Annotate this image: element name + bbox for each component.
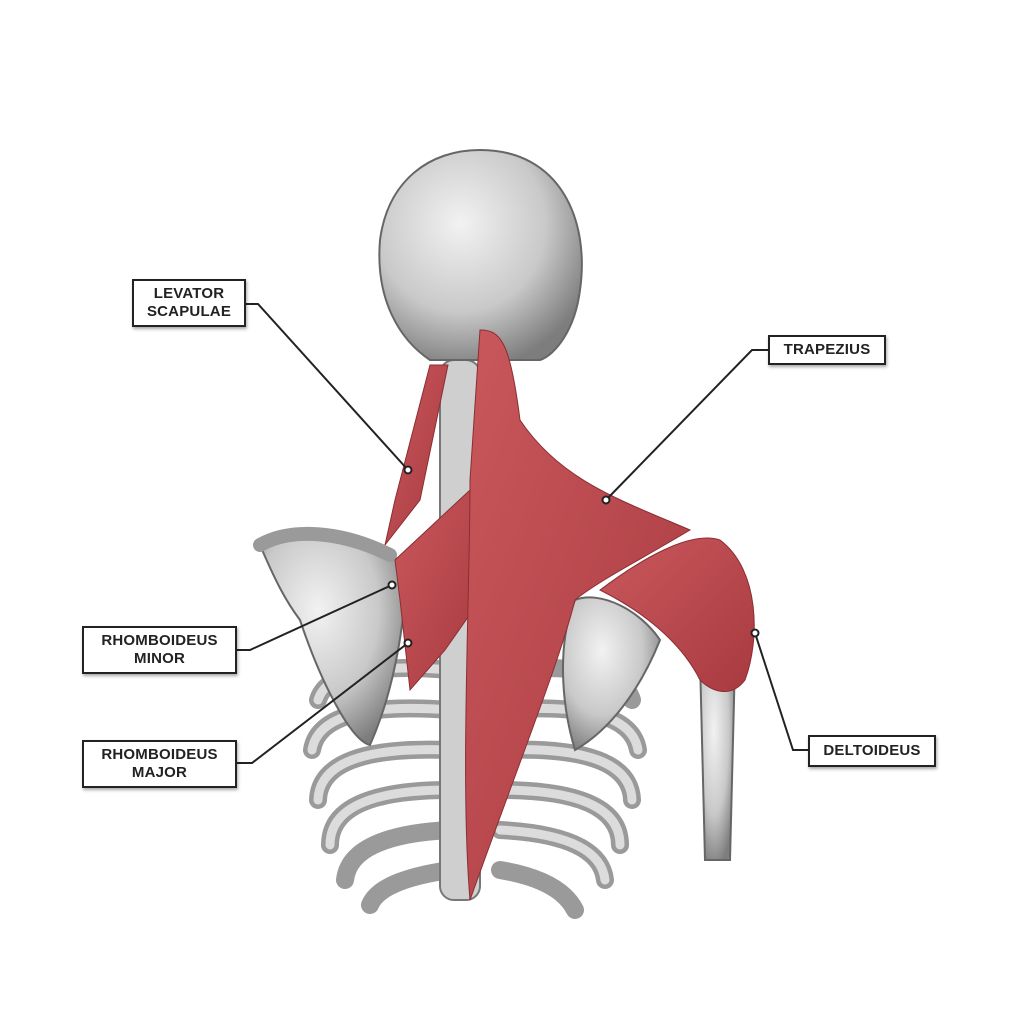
label-deltoideus: DELTOIDEUS bbox=[808, 735, 936, 767]
right-scapula bbox=[562, 596, 662, 752]
label-text: RHOMBOIDEUS bbox=[101, 632, 218, 649]
label-text: MAJOR bbox=[131, 764, 188, 781]
levator-scapulae-muscle bbox=[384, 364, 449, 546]
leader-line-rhomboideus-major bbox=[236, 642, 409, 764]
label-text: SCAPULAE bbox=[146, 303, 232, 320]
label-text: MINOR bbox=[134, 650, 185, 667]
leader-dot bbox=[387, 580, 397, 590]
left-clavicle bbox=[253, 526, 397, 562]
label-text: DELTOIDEUS bbox=[823, 742, 921, 759]
leader-line-levator-scapulae bbox=[246, 303, 409, 471]
label-text: LEVATOR bbox=[153, 285, 225, 302]
deltoideus-muscle bbox=[599, 537, 755, 692]
leader-dot bbox=[601, 495, 611, 505]
leader-dots bbox=[387, 465, 760, 648]
label-trapezius: TRAPEZIUS bbox=[768, 335, 886, 365]
leader-dot bbox=[750, 628, 760, 638]
muscles bbox=[384, 329, 755, 901]
leader-lines bbox=[236, 303, 808, 764]
label-text: RHOMBOIDEUS bbox=[101, 746, 218, 763]
skull bbox=[378, 148, 583, 361]
label-text: TRAPEZIUS bbox=[783, 341, 871, 358]
leader-dot bbox=[403, 638, 413, 648]
leader-line-rhomboideus-minor bbox=[236, 584, 393, 651]
leader-line-trapezius bbox=[605, 349, 768, 501]
trapezius-muscle bbox=[465, 329, 692, 901]
leader-line-deltoideus bbox=[754, 632, 808, 751]
leader-dot bbox=[403, 465, 413, 475]
